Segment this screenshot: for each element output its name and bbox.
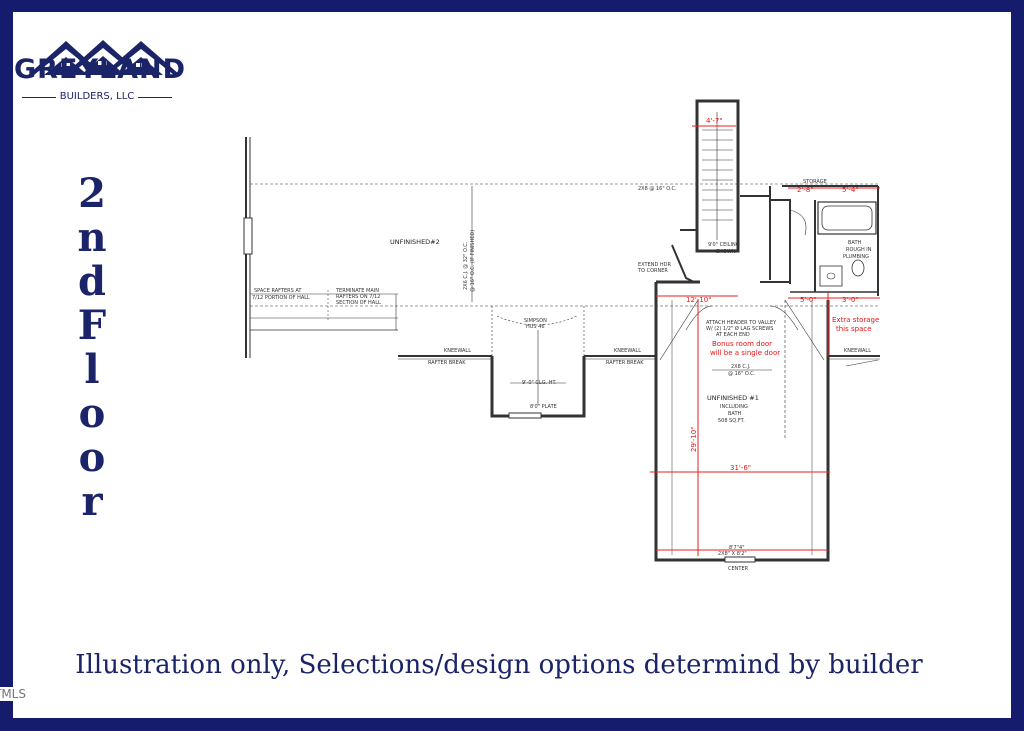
floor-letter: 2 [78, 170, 106, 217]
terminate-label-3: SECTION OF HALL [336, 300, 381, 306]
center-label: CENTER [728, 566, 749, 572]
mid-dimension: 12'-10" [686, 296, 711, 304]
joist-mid-label: 2X8 C.J. [731, 364, 751, 370]
floor-title: 2 n d F l o o r [62, 172, 122, 524]
unfinished1-bath: BATH [728, 411, 742, 417]
storage-label: STORAGE [803, 179, 827, 185]
attach-header-label-2: W/ (2) 1/2" Ø LAG SCREWS [706, 325, 773, 332]
length-dimension: 29'-10" [690, 427, 698, 452]
storage-dimension-b: 5'-4" [842, 186, 859, 194]
joist-vertical-label-2: @ 16" O.C. (IF FINISHED) [470, 230, 476, 292]
simpson-label: SIMPSON [524, 318, 547, 324]
mls-watermark: TMLS [0, 687, 28, 701]
floor-letter: o [78, 390, 106, 437]
storage-note-2: this space [836, 325, 872, 333]
extend-header-label-2: TO CORNER [637, 268, 668, 274]
terminate-label: TERMINATE MAIN [335, 288, 379, 294]
bath-plumbing-label: PLUMBING [843, 254, 869, 260]
unfinished1-sqft: 508 SQ.FT. [718, 418, 745, 424]
kneewall-middle-label: KNEEWALL [614, 348, 641, 354]
ceiling-height-label: 9'-0" CLG. HT. [522, 380, 557, 386]
bottom-plate-label: 2X8" X 8'2" [718, 551, 747, 557]
floor-letter: l [84, 346, 100, 393]
bath-dimension-b: 3'-0" [842, 296, 859, 304]
floor-letter: d [78, 258, 106, 305]
content-panel [13, 12, 1011, 718]
floor-letter: o [78, 434, 106, 481]
disclaimer-caption: Illustration only, Selections/design opt… [75, 650, 923, 680]
storage-note: Extra storage [832, 316, 879, 324]
attach-header-label: ATTACH HEADER TO VALLEY [706, 320, 777, 326]
bonus-door-note-2: will be a single door [710, 349, 780, 357]
unfinished2-label: UNFINISHED#2 [390, 238, 440, 246]
rafter-break-middle-label: RAFTER BREAK [606, 360, 644, 366]
kneewall-right-label: KNEEWALL [844, 348, 871, 354]
unfinished1-label: UNFINISHED #1 [707, 394, 759, 402]
joist-vertical-label: 2X6 C.J. @ 32" O.C. [463, 241, 469, 290]
floor-letter: r [81, 478, 103, 525]
bath-rough-label: ROUGH IN [846, 247, 872, 253]
floor-letter: n [77, 214, 107, 261]
rafter-break-left-label: RAFTER BREAK [428, 360, 466, 366]
bath-dimension-a: 5'-0" [800, 296, 817, 304]
ceiling-shown-label: SHOWN [716, 249, 736, 255]
extend-header-label: EXTEND HDR [638, 262, 671, 268]
bonus-door-note: Bonus room door [712, 340, 772, 348]
plate-label: 8'0" PLATE [530, 404, 557, 410]
terminate-label-2: RAFTERS ON 7/12 [336, 294, 380, 300]
space-rafters-label: SPACE RAFTERS AT [254, 288, 302, 294]
house-roof-logo-icon [28, 40, 180, 75]
space-rafters-label-2: 7/12 PORTION OF HALL [252, 295, 310, 301]
attach-header-label-3: AT EACH END [716, 332, 750, 338]
floor-letter: F [77, 302, 107, 349]
stair-dimension: 4'-7" [706, 117, 723, 125]
kneewall-left-label: KNEEWALL [444, 348, 471, 354]
brand-subtitle: BUILDERS, LLC [22, 91, 172, 102]
bath-label: BATH [848, 240, 862, 246]
unfinished1-including: INCLUDING [720, 404, 748, 410]
storage-dimension-a: 2'-8" [797, 186, 814, 194]
width-dimension: 31'-6" [730, 464, 751, 472]
bottom-dimension-label: 8'7"4" [729, 545, 745, 551]
joist-mid-label-2: @ 16" O.C. [728, 371, 756, 377]
simpson-label-2: HUS 46 [526, 324, 545, 330]
ceiling-label: 9'0" CEILING [708, 242, 740, 248]
joist-top-label: 2X8 @ 16" O.C. [638, 186, 677, 192]
brand-name: GREYLAND [14, 54, 187, 85]
